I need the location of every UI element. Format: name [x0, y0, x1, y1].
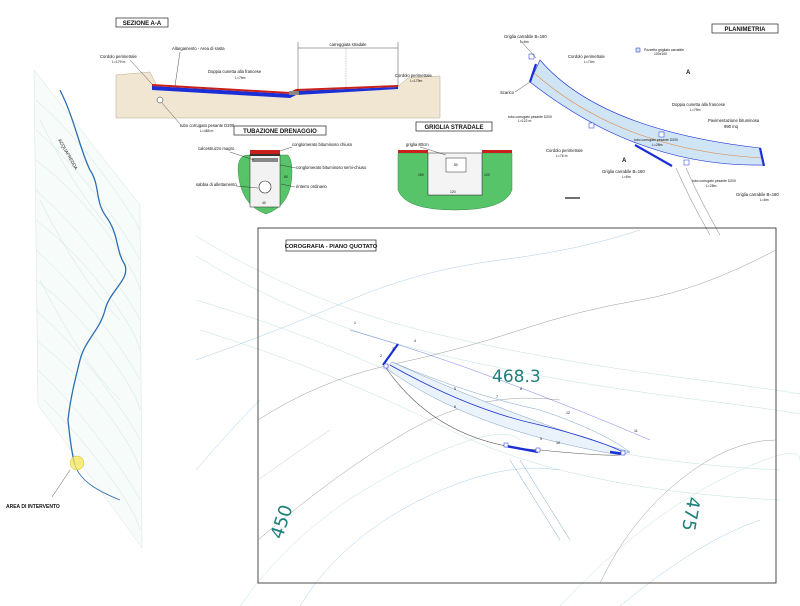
dim-w: 40 — [262, 201, 266, 205]
griglia-label: griglia 80cm — [406, 142, 429, 147]
elevation-right: 475 — [677, 495, 704, 532]
grid-detail: GRIGLIA STRADALE griglia 80cm 80 150 120… — [397, 121, 513, 211]
plan-view: PLANIMETRIA Pozzetto grigliato carrabile… — [500, 23, 779, 236]
pav-area: 990 mq — [724, 124, 739, 129]
plan-title: PLANIMETRIA — [725, 27, 767, 33]
section-title: SEZIONE A-A — [123, 21, 162, 27]
point-7: 7 — [496, 395, 498, 399]
drainage-detail: TUBAZIONE DRENAGGIO calcestruzzo magro c… — [196, 125, 367, 215]
plan-cunetta-label: Doppia cunetta alla francese — [672, 102, 726, 107]
cunetta-len: L=79m — [235, 76, 246, 80]
griglia-b1-label: Griglia carrabile B=160 — [602, 169, 645, 174]
tubo-len: L=468 m — [200, 129, 213, 133]
elevation-main: 468.3 — [492, 367, 541, 387]
point-1: 1 — [354, 321, 356, 325]
plan-tubo2-label: tubo corrugato pesante D200 — [634, 138, 678, 142]
intervention-area-highlight — [69, 455, 85, 471]
legend-dim: 100x100 — [654, 52, 667, 56]
corografia-contours — [195, 229, 800, 606]
point-10: 10 — [556, 441, 560, 445]
legend-label: Pozzetto grigliato carrabile — [644, 48, 684, 52]
section-aa: SEZIONE A-A carreggiata stradale Cordolo… — [100, 17, 441, 133]
plan-tubo3-len: L=28m — [706, 184, 717, 188]
griglia-b1-len: L=6m — [622, 175, 631, 179]
section-mark-a1: A — [686, 70, 691, 76]
congl-chiuso-label: conglomerato bituminoso chiuso — [292, 142, 353, 147]
griglia-b2-label: Griglia carrabile B=160 — [736, 192, 779, 197]
griglia-tl-len: L=6m — [520, 40, 529, 44]
elevation-left: 450 — [267, 502, 298, 541]
point-11: 11 — [634, 429, 638, 433]
cordolo-sx-label: Cordolo perimetrale — [100, 54, 137, 59]
cordolo-sx-len: L=179 m — [112, 60, 125, 64]
griglia-b2-len: L=6m — [760, 198, 769, 202]
point-3: 3 — [392, 347, 394, 351]
congl-semi-label: conglomerato bituminoso semi-chiuso — [296, 165, 367, 170]
cunetta-label: Doppia cunetta alla francese — [208, 69, 262, 74]
cordolo-dx-len: L=179m — [410, 79, 423, 83]
overview-map: ACQUAFREDDA AREA DI INTERVENTO — [6, 69, 143, 549]
tubo-label: tubo corrugato pesante D200 — [180, 123, 235, 128]
plan-tubo3-label: tubo corrugato pesante D200 — [692, 179, 736, 183]
rinterro-label: rinterro ordinario — [296, 184, 327, 189]
dim-bottom: 120 — [450, 190, 456, 194]
pavimentazione-label: Pavimentazione bituminosa — [708, 118, 760, 123]
dim-left: 150 — [418, 173, 424, 177]
cordolo-top-label: Cordolo perimetrale — [568, 54, 605, 59]
section-mark-a2: A — [622, 158, 627, 164]
corografia-title: COROGRAFIA - PIANO QUOTATO — [285, 244, 378, 250]
plan-tubo-label: tubo corrugato pesante D200 — [508, 115, 552, 119]
cordolo-top-len: L=74m — [584, 60, 595, 64]
area-intervento-label: AREA DI INTERVENTO — [6, 504, 60, 510]
scarico-label: Scarico — [500, 90, 515, 95]
griglia-tl-label: Griglia carrabile B=160 — [504, 34, 547, 39]
point-8: 8 — [520, 387, 522, 391]
point-4: 4 — [414, 339, 416, 343]
point-9: 9 — [540, 437, 542, 441]
calcestruzzo-label: calcestruzzo magro — [198, 146, 235, 151]
allargamento-label: Allargamento - Area di sosta — [172, 46, 225, 51]
point-2: 2 — [380, 354, 382, 358]
point-12: 12 — [566, 411, 570, 415]
point-6: 6 — [454, 405, 456, 409]
carreggiata-label: carreggiata stradale — [329, 42, 367, 47]
plan-cunetta-len: L=79m — [690, 108, 701, 112]
cordolo-bottom-label: Cordolo perimetrale — [546, 148, 583, 153]
cordolo-bottom-len: L=76 m — [556, 154, 568, 158]
point-5: 5 — [454, 387, 456, 391]
griglia-title: GRIGLIA STRADALE — [424, 125, 483, 131]
tubazione-title: TUBAZIONE DRENAGGIO — [243, 129, 317, 135]
dim-h: 60 — [284, 175, 288, 179]
dim-right: 120 — [484, 173, 490, 177]
cordolo-dx-label: Cordolo perimetrale — [395, 73, 432, 78]
corografia-frame: COROGRAFIA - PIANO QUOTATO 1 2 3 4 5 — [257, 227, 777, 584]
dim-top: 80 — [454, 163, 458, 167]
plan-tubo2-len: L=28m — [652, 143, 663, 147]
plan-tubo-len: L=122 m — [518, 119, 531, 123]
sabbia-label: sabbia di allettamento — [196, 182, 237, 187]
